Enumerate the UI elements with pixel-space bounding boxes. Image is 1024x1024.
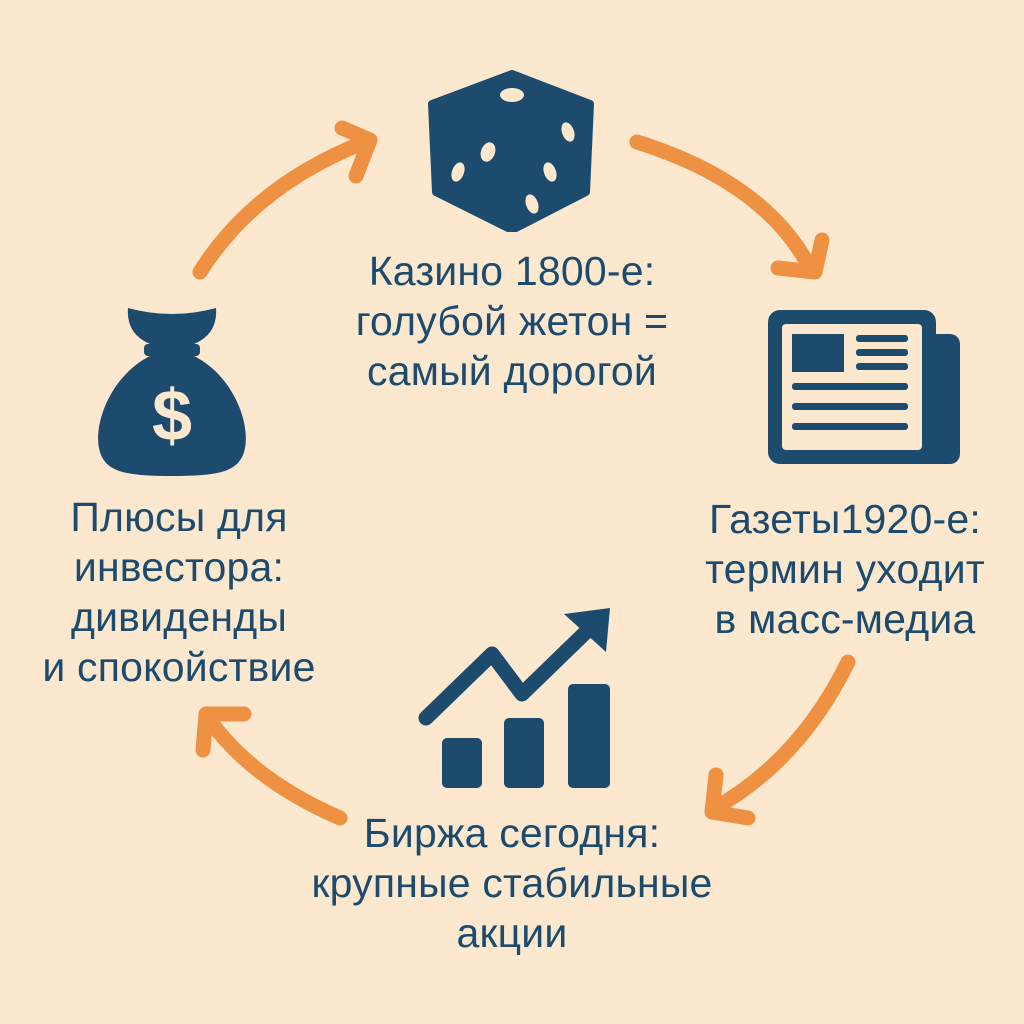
arrow-newspaper-to-chart — [707, 654, 856, 816]
exchange-line-2: крупные стабильные — [311, 860, 713, 906]
investor-line-1: Плюсы для — [70, 494, 288, 540]
node-label-exchange: Биржа сегодня: крупные стабильные акции — [272, 808, 752, 958]
svg-text:$: $ — [152, 376, 192, 456]
dice-icon — [428, 70, 594, 232]
newspaper-icon — [768, 310, 960, 464]
casino-line-3: самый дорогой — [367, 348, 657, 394]
arrow-dice-to-newspaper — [629, 134, 818, 276]
arrow-head-bag-to-dice — [334, 120, 378, 184]
arrow-head-newspaper-to-chart — [704, 767, 756, 826]
node-label-newspapers: Газеты1920-е: термин уходит в масс-медиа — [680, 494, 1010, 644]
node-label-investor: Плюсы для инвестора: дивиденды и спокойс… — [14, 492, 344, 692]
growth-chart-icon — [418, 608, 610, 788]
exchange-line-3: акции — [456, 910, 568, 956]
newspapers-line-2: термин уходит — [705, 546, 985, 592]
investor-line-4: и спокойствие — [42, 644, 316, 690]
investor-line-2: инвестора: — [73, 544, 285, 590]
newspapers-line-3: в масс-медиа — [714, 596, 976, 642]
arrow-head-dice-to-newspaper — [770, 232, 830, 280]
arrow-chart-to-bag — [200, 710, 348, 826]
arrow-head-chart-to-bag — [195, 706, 252, 758]
newspapers-line-1: Газеты1920-е: — [709, 496, 981, 542]
investor-line-3: дивиденды — [70, 594, 288, 640]
money-bag-icon: $ — [98, 308, 246, 476]
casino-line-2: голубой жетон = — [355, 298, 669, 344]
exchange-line-1: Биржа сегодня: — [363, 810, 661, 856]
arrow-bag-to-dice — [192, 134, 373, 280]
casino-line-1: Казино 1800-е: — [368, 248, 656, 294]
node-label-casino: Казино 1800-е: голубой жетон = самый дор… — [302, 246, 722, 396]
